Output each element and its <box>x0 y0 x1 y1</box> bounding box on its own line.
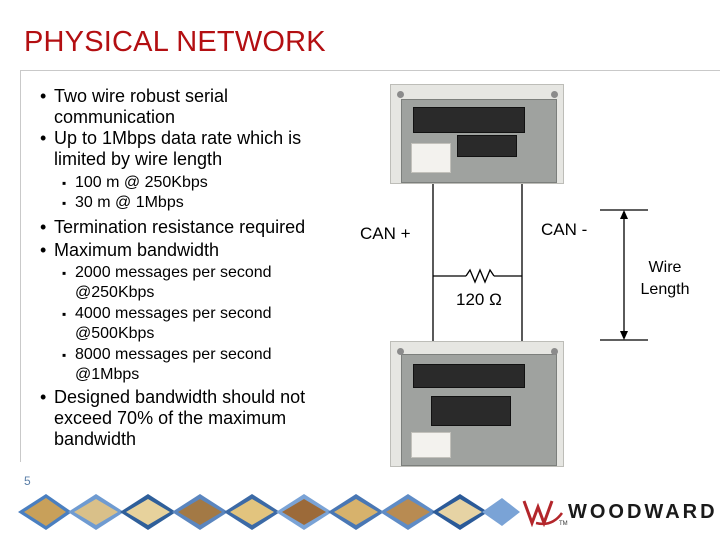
arrowhead-down <box>620 331 628 340</box>
resistor-120-ohm <box>465 268 495 284</box>
can-plus-label: CAN + <box>360 224 411 243</box>
bullet-data-rate: Up to 1Mbps data rate which is limited b… <box>28 128 348 170</box>
unit-label <box>411 143 451 173</box>
bullet-two-wire: Two wire robust serial communication <box>28 86 268 128</box>
sub-bullet-100m: 100 m @ 250Kbps <box>28 173 358 193</box>
ecu-unit-bottom <box>390 341 564 467</box>
slide-title: PHYSICAL NETWORK <box>24 26 326 58</box>
resistor-label: 120 Ω <box>456 290 502 309</box>
logo-tm: TM <box>559 521 568 527</box>
bullet-max-bandwidth: Maximum bandwidth <box>28 240 358 261</box>
sub-bullet-8000: 8000 messages per second @1Mbps <box>28 345 318 385</box>
bullet-list: Two wire robust serial communication Up … <box>28 86 358 450</box>
title-rule <box>20 70 720 71</box>
connector <box>413 364 525 388</box>
connector <box>431 396 511 426</box>
left-rule <box>20 70 21 462</box>
sub-bullet-4000: 4000 messages per second @500Kbps <box>28 304 318 344</box>
connector <box>457 135 517 157</box>
sub-bullet-30m: 30 m @ 1Mbps <box>28 193 358 213</box>
bullet-termination: Termination resistance required <box>28 217 358 238</box>
decorative-banner <box>12 490 522 534</box>
woodward-logo-icon: TM <box>522 500 568 527</box>
sub-bullet-2000: 2000 messages per second @250Kbps <box>28 263 318 303</box>
arrowhead-up <box>620 210 628 219</box>
page-number: 5 <box>24 474 31 488</box>
connector <box>413 107 525 133</box>
woodward-logo-text: WOODWARD <box>568 501 718 523</box>
wire-length-label: Wire Length <box>640 259 690 298</box>
unit-label <box>411 432 451 458</box>
can-minus-label: CAN - <box>541 220 588 239</box>
bullet-designed-bandwidth: Designed bandwidth should not exceed 70%… <box>28 387 340 450</box>
ecu-unit-top <box>390 84 564 184</box>
